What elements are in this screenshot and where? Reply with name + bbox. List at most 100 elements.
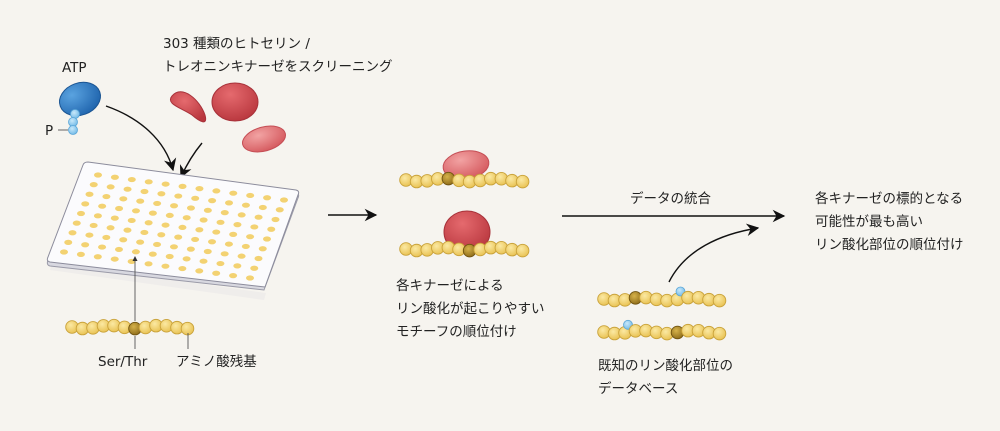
plate-well xyxy=(169,244,178,250)
plate-well xyxy=(229,190,238,196)
plate-well xyxy=(208,239,217,245)
plate-well xyxy=(136,198,145,204)
plate-well xyxy=(216,260,225,267)
peptide-chain-2 xyxy=(399,240,530,258)
plate-well xyxy=(93,213,102,219)
plate-well xyxy=(123,227,132,233)
database-arrow xyxy=(668,223,760,283)
plate-well xyxy=(148,210,157,216)
plate-well xyxy=(212,188,221,194)
plate-well xyxy=(68,230,77,236)
integration-label: データの統合 xyxy=(630,190,711,207)
plate-well xyxy=(94,172,102,178)
atp-to-plate-arrow xyxy=(105,105,177,172)
plate-well xyxy=(110,174,119,180)
substrate-peptide-chain xyxy=(65,318,195,336)
plate-well xyxy=(237,253,246,259)
plate-well xyxy=(110,256,119,262)
plate-well xyxy=(254,214,263,220)
plate-well xyxy=(144,261,153,267)
plate-well xyxy=(246,192,255,199)
plate-well xyxy=(229,273,238,279)
plate-well xyxy=(106,225,115,231)
plate-well xyxy=(93,254,102,260)
plate-well xyxy=(233,222,242,228)
plate-well xyxy=(267,226,276,232)
plate-well xyxy=(246,275,254,281)
plate-well xyxy=(136,239,145,245)
plate-well xyxy=(258,204,267,211)
plate-well xyxy=(81,242,90,248)
kinase-proteins-icon xyxy=(169,82,286,153)
plate-well xyxy=(153,200,162,207)
plate-well xyxy=(153,241,162,248)
amino-acid-bead xyxy=(712,293,727,308)
plate-well xyxy=(127,217,136,224)
database-line2: データベース xyxy=(598,380,678,397)
plate-well xyxy=(191,236,200,243)
plate-well xyxy=(250,265,259,271)
plate-well xyxy=(98,244,107,250)
microplate xyxy=(46,161,300,300)
plate-well xyxy=(131,208,140,214)
plate-well xyxy=(174,234,183,240)
kinase-title-line1: 303 種類のヒトセリン / xyxy=(163,36,310,52)
plate-well xyxy=(76,251,85,257)
ser-thr-label: Ser/Thr xyxy=(98,354,148,370)
plate-well xyxy=(77,210,85,217)
plate-well xyxy=(241,202,250,208)
plate-well xyxy=(119,237,128,243)
amino-acid-bead xyxy=(180,321,195,336)
plate-well xyxy=(98,203,107,209)
plate-well xyxy=(195,268,204,274)
plate-well xyxy=(161,263,170,269)
plate-well xyxy=(157,232,166,238)
plate-well xyxy=(220,251,229,257)
plate-well xyxy=(89,222,98,229)
plate-well xyxy=(170,203,179,209)
plate-well xyxy=(225,200,234,206)
peptide-chain-1 xyxy=(399,171,530,189)
plate-well xyxy=(220,210,229,216)
result-line1: 各キナーゼの標的となる xyxy=(815,191,963,207)
plate-well xyxy=(212,270,221,276)
plate-well xyxy=(106,184,115,190)
plate-well xyxy=(203,207,212,213)
atp-molecule-icon xyxy=(59,81,101,135)
plate-well xyxy=(144,220,153,226)
plate-well xyxy=(178,224,187,231)
plate-well xyxy=(182,215,191,221)
plate-well xyxy=(199,258,208,264)
plate-well xyxy=(144,179,153,185)
plate-well xyxy=(263,195,272,201)
plate-well xyxy=(165,253,174,260)
plate-well xyxy=(203,248,212,255)
plate-well xyxy=(131,249,140,255)
plate-well xyxy=(195,227,204,233)
plate-well xyxy=(254,255,263,262)
plate-well xyxy=(148,251,157,257)
plate-well xyxy=(140,229,149,236)
plate-well xyxy=(191,195,200,201)
amino-acid-bead xyxy=(515,174,530,189)
motif-line3: モチーフの順位付け xyxy=(396,324,517,340)
plate-well xyxy=(280,197,288,203)
plate-well xyxy=(119,196,128,202)
result-line3: リン酸化部位の順位付け xyxy=(815,237,964,253)
kinase-to-plate-arrow xyxy=(179,142,203,179)
plate-well xyxy=(241,243,250,250)
plate-well xyxy=(208,198,217,204)
plate-well xyxy=(85,232,94,238)
phosphate-label: P xyxy=(45,123,53,139)
plate-wells xyxy=(60,172,288,281)
amino-acid-bead xyxy=(712,326,727,341)
plate-well xyxy=(64,239,73,245)
plate-well xyxy=(250,224,259,230)
plate-well xyxy=(165,212,174,219)
plate-well xyxy=(157,191,166,197)
plate-well xyxy=(102,234,111,241)
plate-well xyxy=(224,241,233,247)
plate-well xyxy=(263,236,271,242)
